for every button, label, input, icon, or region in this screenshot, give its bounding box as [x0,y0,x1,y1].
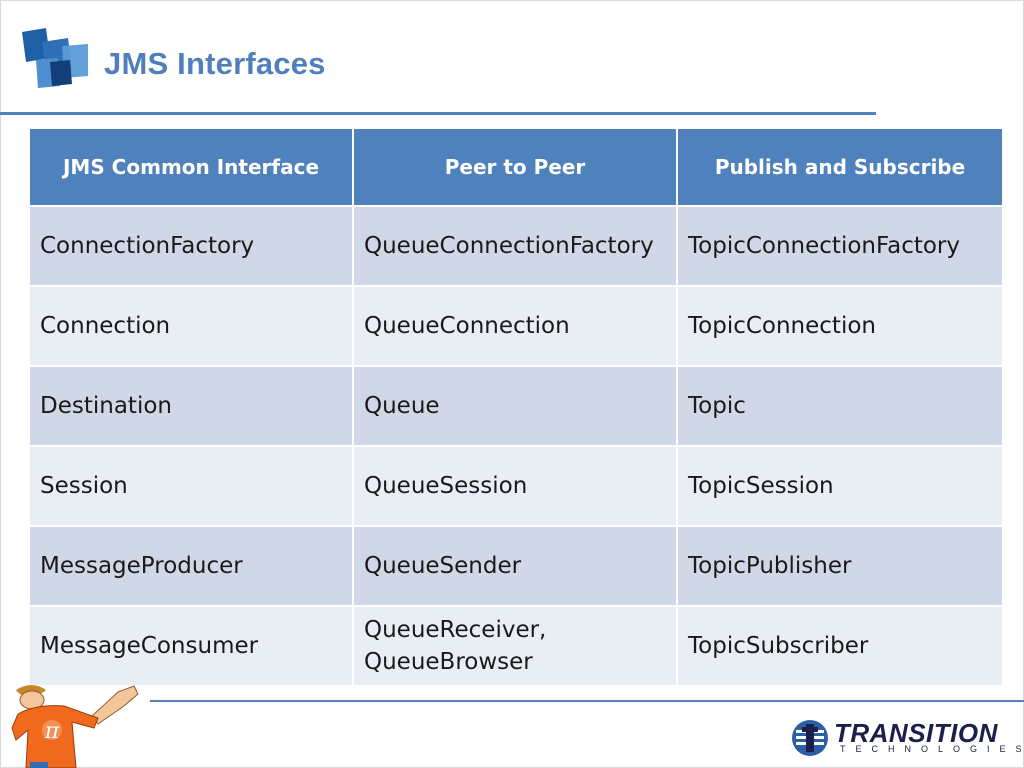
mascot-pi-symbol: π [44,719,60,744]
transition-technologies-logo: TRANSITION TECHNOLOGIES [790,716,1022,760]
table-row: Destination Queue Topic [30,367,1002,445]
jms-interfaces-table: JMS Common Interface Peer to Peer Publis… [28,127,1004,687]
transition-logo-icon [792,720,828,756]
table-cell: QueueSession [354,447,676,525]
slide-title: JMS Interfaces [104,46,326,81]
table-row: Session QueueSession TopicSession [30,447,1002,525]
table-cell: Topic [678,367,1002,445]
header-cell: Publish and Subscribe [678,129,1002,205]
table-cell-line: QueueReceiver, [364,616,547,643]
table-row: MessageProducer QueueSender TopicPublish… [30,527,1002,605]
table-cell-line: QueueBrowser [364,649,533,675]
table-cell: TopicPublisher [678,527,1002,605]
blue-squares-logo-icon [22,28,88,88]
table-cell: TopicConnectionFactory [678,207,1002,285]
table-cell: Connection [30,287,352,365]
footer-divider [150,700,1024,702]
table-header-row: JMS Common Interface Peer to Peer Publis… [30,129,1002,205]
table-cell: MessageConsumer [30,607,352,685]
table-cell: QueueConnection [354,287,676,365]
table-row: MessageConsumer QueueReceiver, QueueBrow… [30,607,1002,685]
table-cell: Queue [354,367,676,445]
table-cell: TopicSession [678,447,1002,525]
table-cell: TopicSubscriber [678,607,1002,685]
table-cell: Destination [30,367,352,445]
header-cell: Peer to Peer [354,129,676,205]
table-cell: ConnectionFactory [30,207,352,285]
mascot-icon: π [11,685,139,768]
table-row: ConnectionFactory QueueConnectionFactory… [30,207,1002,285]
table-cell: Session [30,447,352,525]
table-cell: QueueSender [354,527,676,605]
header-divider [0,112,876,115]
header-cell: JMS Common Interface [30,129,352,205]
table-cell: MessageProducer [30,527,352,605]
brand-tagline: TECHNOLOGIES [840,744,1024,754]
table-cell: TopicConnection [678,287,1002,365]
brand-name: TRANSITION [834,718,998,748]
table-cell: QueueReceiver, QueueBrowser [354,607,676,685]
table-cell: QueueConnectionFactory [354,207,676,285]
table-row: Connection QueueConnection TopicConnecti… [30,287,1002,365]
